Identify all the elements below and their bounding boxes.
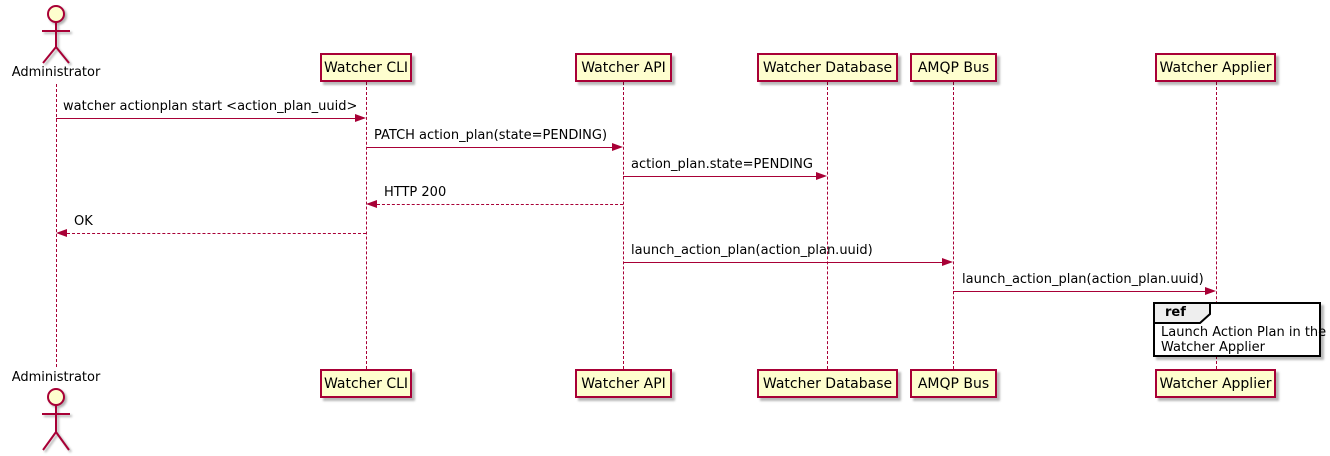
message-arrow bbox=[623, 176, 816, 177]
lifeline-watcher-applier bbox=[1216, 82, 1217, 369]
message-label: watcher actionplan start <action_plan_uu… bbox=[63, 99, 358, 114]
ref-text-line: Launch Action Plan in the bbox=[1161, 325, 1327, 340]
ref-fragment: ref Launch Action Plan in the Watcher Ap… bbox=[1153, 302, 1326, 357]
participant-watcher-database-top: Watcher Database bbox=[757, 53, 898, 82]
ref-keyword: ref bbox=[1165, 305, 1186, 320]
arrow-head bbox=[366, 200, 377, 208]
participant-watcher-cli-bottom: Watcher CLI bbox=[320, 369, 412, 398]
message-label: PATCH action_plan(state=PENDING) bbox=[374, 128, 608, 143]
arrow-head bbox=[355, 114, 366, 122]
actor-name-top: Administrator bbox=[11, 65, 101, 80]
lifeline-amqp-bus bbox=[953, 82, 954, 369]
arrow-head bbox=[56, 229, 67, 237]
participant-watcher-api-bottom: Watcher API bbox=[575, 369, 672, 398]
lifeline-administrator bbox=[56, 84, 57, 367]
arrow-head bbox=[816, 172, 827, 180]
message-arrow bbox=[953, 291, 1205, 292]
message-label: launch_action_plan(action_plan.uuid) bbox=[631, 243, 873, 258]
actor-icon bbox=[42, 388, 70, 451]
arrow-head bbox=[612, 143, 623, 151]
lifeline-watcher-cli bbox=[366, 82, 367, 369]
message-label: HTTP 200 bbox=[384, 185, 447, 200]
message-label: OK bbox=[74, 214, 93, 229]
actor-name-bottom: Administrator bbox=[11, 370, 101, 385]
ref-text-line: Watcher Applier bbox=[1161, 340, 1265, 355]
participant-watcher-api-top: Watcher API bbox=[575, 53, 672, 82]
participant-watcher-cli-top: Watcher CLI bbox=[320, 53, 412, 82]
message-arrow bbox=[623, 262, 942, 263]
ref-tab-shape bbox=[1153, 302, 1211, 324]
message-arrow bbox=[67, 233, 366, 234]
message-arrow bbox=[56, 118, 356, 119]
actor-icon bbox=[42, 5, 70, 64]
participant-watcher-applier-bottom: Watcher Applier bbox=[1155, 369, 1276, 398]
message-arrow bbox=[377, 204, 623, 205]
participant-amqp-bus-bottom: AMQP Bus bbox=[910, 369, 997, 398]
arrow-head bbox=[942, 258, 953, 266]
participant-amqp-bus-top: AMQP Bus bbox=[910, 53, 997, 82]
message-arrow bbox=[366, 147, 612, 148]
lifeline-watcher-api bbox=[623, 82, 624, 369]
message-label: launch_action_plan(action_plan.uuid) bbox=[962, 272, 1204, 287]
lifeline-watcher-database bbox=[827, 82, 828, 369]
participant-watcher-database-bottom: Watcher Database bbox=[757, 369, 898, 398]
participant-watcher-applier-top: Watcher Applier bbox=[1155, 53, 1276, 82]
arrow-head bbox=[1205, 287, 1216, 295]
message-label: action_plan.state=PENDING bbox=[631, 157, 813, 172]
